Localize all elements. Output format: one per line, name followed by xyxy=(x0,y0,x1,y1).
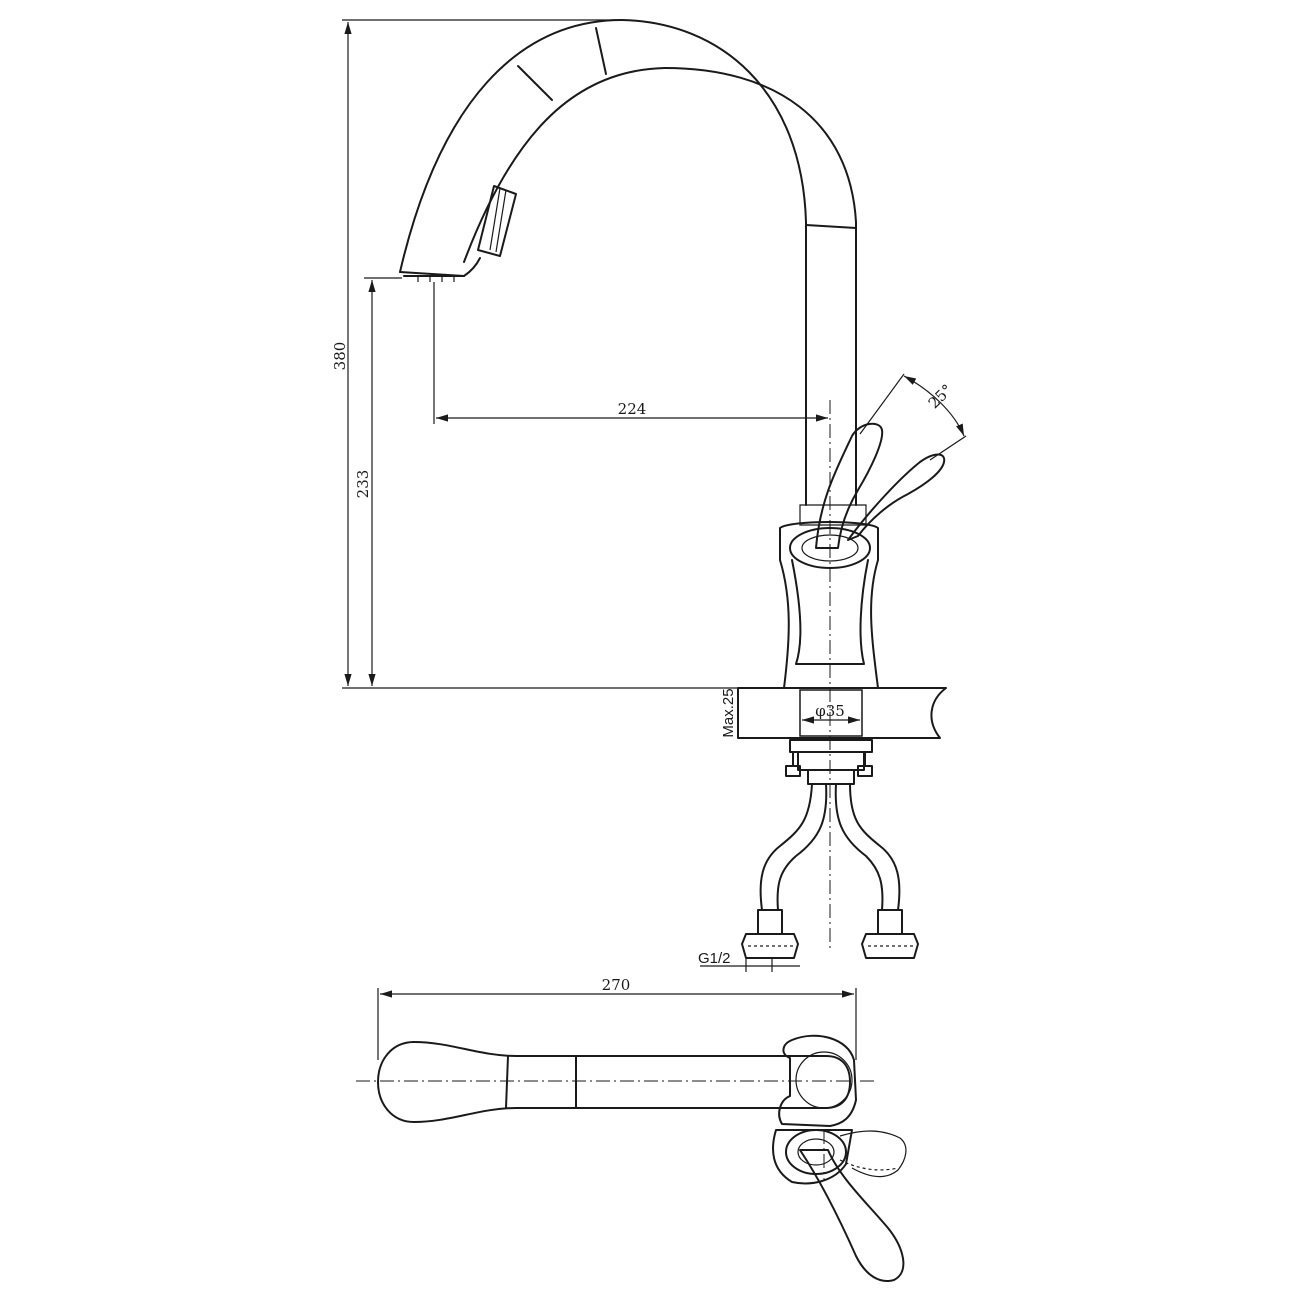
dimension-hole-diameter: φ35 xyxy=(802,702,860,724)
hole-diameter-label: φ35 xyxy=(815,702,845,720)
spout-height-label: 233 xyxy=(354,470,372,499)
dimension-spout-height: 233 xyxy=(354,277,402,686)
spray-button xyxy=(477,185,517,257)
supply-hoses xyxy=(741,783,919,959)
thread-label: G1/2 xyxy=(698,950,731,967)
spout-reach-label: 224 xyxy=(618,400,647,418)
lever-handle xyxy=(815,422,946,549)
lever-angle-label: 25° xyxy=(925,381,957,413)
top-view: 270 xyxy=(356,976,907,1282)
dimension-top-length: 270 xyxy=(377,976,857,1060)
dimension-spout-reach: 224 xyxy=(433,282,828,424)
spout-top xyxy=(377,1041,851,1123)
dimension-overall-height: 380 xyxy=(331,19,738,689)
spout xyxy=(399,19,857,506)
dimension-thread: G1/2 xyxy=(698,950,800,972)
overall-height-label: 380 xyxy=(331,342,349,371)
dimension-counter-thickness: Max.25 xyxy=(720,688,737,737)
side-view: 380 233 224 25° Max.25 φ35 xyxy=(331,19,967,972)
faucet-body xyxy=(779,504,879,689)
lever-top xyxy=(772,1129,907,1282)
mounting-hardware xyxy=(785,739,873,785)
aerator xyxy=(403,275,465,282)
counter-thickness-label: Max.25 xyxy=(720,688,737,737)
base-top xyxy=(778,1034,857,1127)
dimension-lever-angle: 25° xyxy=(859,373,967,461)
top-length-label: 270 xyxy=(602,976,631,994)
countertop-section xyxy=(737,687,947,739)
